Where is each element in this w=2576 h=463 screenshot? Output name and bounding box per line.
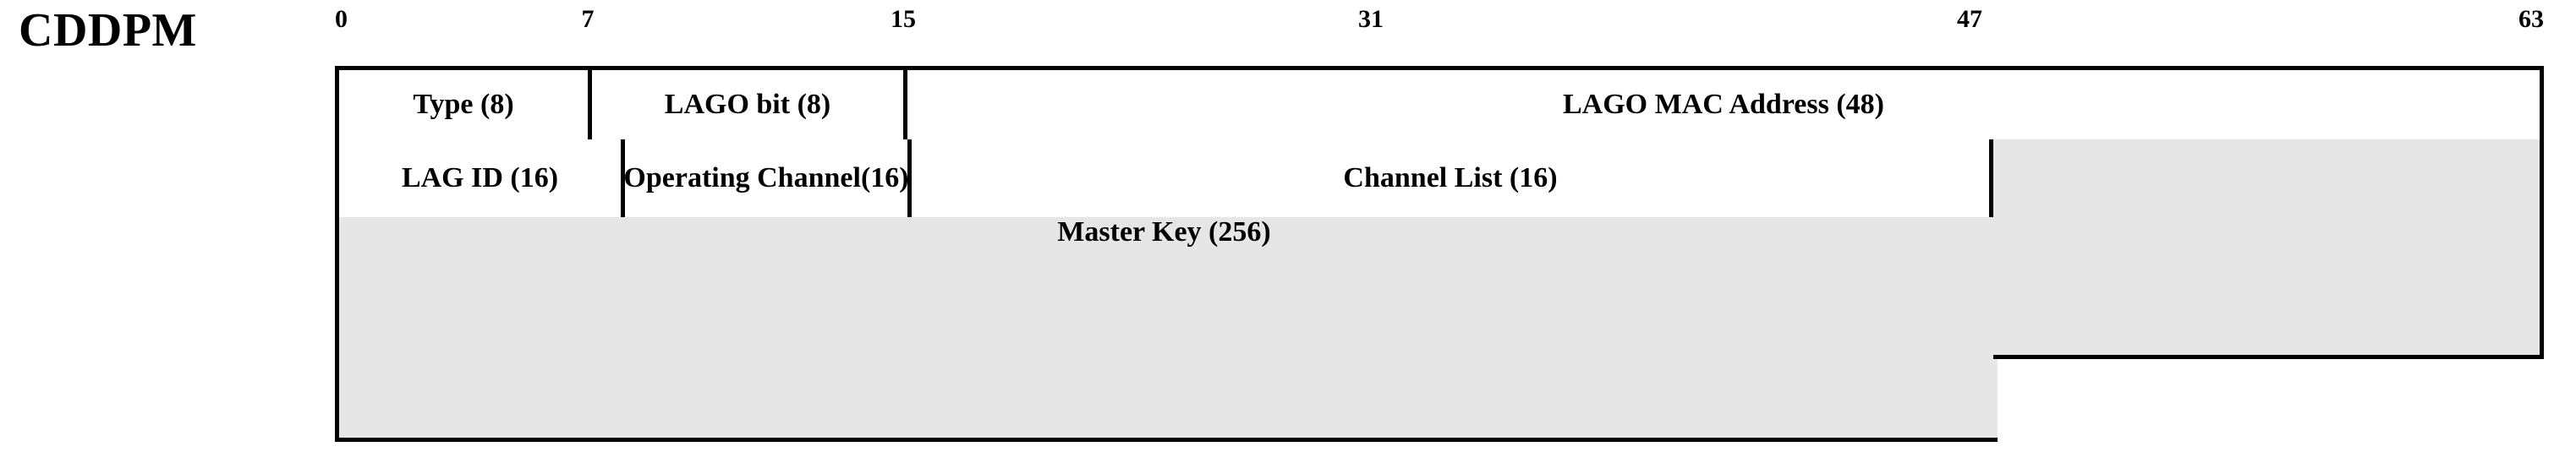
bit-tick-15: 15 [891, 5, 916, 33]
bit-offset-ruler: 0 7 15 31 47 63 [335, 7, 2544, 56]
field-lag-id: LAG ID (16) [335, 139, 625, 221]
frame-type-label: CDDPM [19, 4, 197, 57]
field-operating-channel-label: Operating Channel(16) [623, 162, 909, 193]
field-type: Type (8) [335, 66, 592, 144]
field-lago-mac-address: LAGO MAC Address (48) [907, 66, 2544, 144]
bit-tick-0: 0 [335, 5, 348, 33]
bit-tick-63: 63 [2518, 5, 2544, 33]
field-master-key-label: Master Key (256) [1057, 216, 1271, 248]
field-master-key-extension [1993, 217, 2544, 359]
bit-tick-47: 47 [1957, 5, 1982, 33]
field-lago-bit: LAGO bit (8) [592, 66, 907, 144]
packet-field-grid: Type (8) LAGO bit (8) LAGO MAC Address (… [335, 41, 2544, 442]
field-type-label: Type (8) [413, 89, 514, 120]
field-reserved-shaded [1993, 139, 2544, 221]
field-operating-channel: Operating Channel(16) [623, 139, 912, 221]
bit-tick-31: 31 [1358, 5, 1384, 33]
field-channel-list-label: Channel List (16) [1343, 162, 1558, 193]
field-lago-bit-label: LAGO bit (8) [664, 89, 831, 120]
bit-tick-7: 7 [581, 5, 595, 33]
field-lago-mac-address-label: LAGO MAC Address (48) [1563, 89, 1884, 120]
field-channel-list: Channel List (16) [912, 139, 1993, 221]
field-master-key [335, 217, 1998, 442]
field-lag-id-label: LAG ID (16) [401, 162, 559, 193]
